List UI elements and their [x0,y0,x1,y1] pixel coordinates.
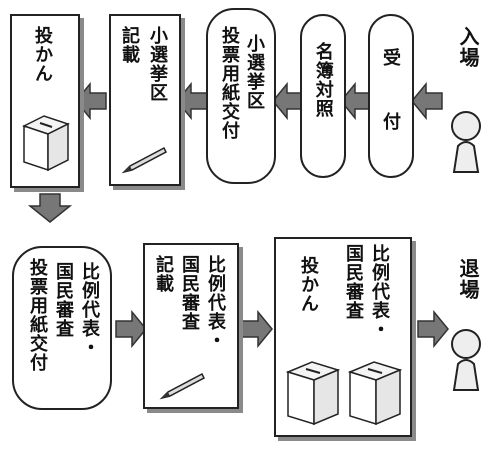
person-icon [451,111,481,173]
pr-ballot-label-2: 国民審査 [53,262,74,338]
single-ballot-label-2: 投票用紙交付 [219,26,240,140]
reception-label-2: 付 [380,112,401,131]
arrow-left-icon [176,81,208,121]
single-ballot-label-1: 小選挙区 [244,34,265,110]
arrow-left-icon [272,81,304,121]
ballot-box-icon [22,115,70,172]
single-write-label-2: 記載 [119,26,140,64]
person-icon [451,329,481,391]
roll-check-label: 名簿対照 [312,42,334,118]
arrow-left-icon [411,81,443,121]
pr-write-label-1: 比例代表・ [205,255,226,350]
pr-cast-label-3: 投かん [298,256,319,313]
pr-write-label-3: 記載 [153,255,174,293]
cast-label-top: 投かん [32,26,53,83]
ballot-box-icon [285,361,341,426]
arrow-right-icon [417,309,449,349]
arrow-left-icon [75,81,107,121]
pr-cast-label-2: 国民審査 [343,244,364,320]
pr-cast-label-1: 比例代表・ [369,244,390,339]
pencil-icon [121,146,167,174]
pr-ballot-label-1: 比例代表・ [79,262,100,357]
pr-write-label-2: 国民審査 [179,255,200,331]
arrow-down-icon [27,193,73,223]
reception-box [368,14,414,178]
roll-check-box [300,14,346,178]
single-ballot-box [206,8,276,184]
pr-ballot-label-3: 投票用紙交付 [27,258,48,372]
entry-label: 入場 [456,26,480,68]
arrow-right-icon [115,309,147,349]
single-write-label-1: 小選挙区 [147,26,168,102]
pencil-icon [159,372,205,400]
arrow-right-icon [241,309,273,349]
pr-ballot-box [12,246,112,410]
exit-label: 退場 [456,258,480,300]
ballot-box-icon [347,361,403,426]
reception-label-1: 受 [380,48,401,67]
